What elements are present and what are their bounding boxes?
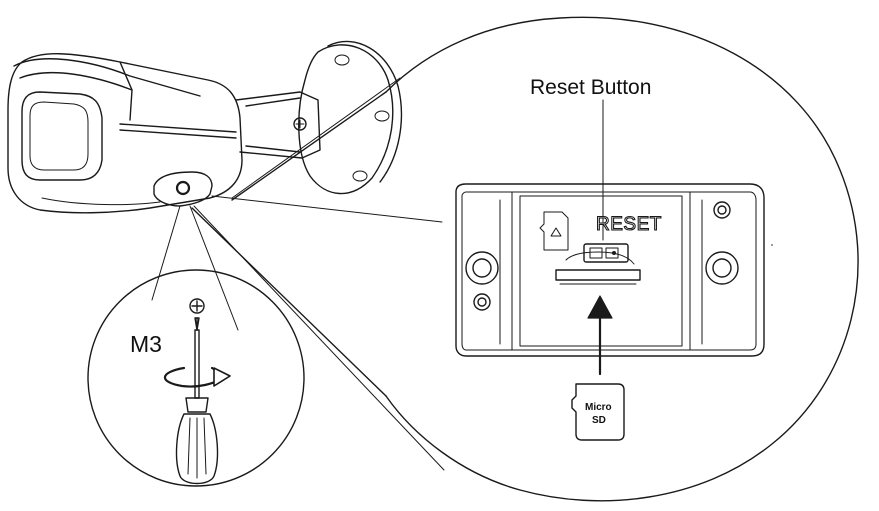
bullet-camera [7,40,403,214]
right-screw-boss [705,251,739,285]
micro-sd-slot[interactable] [555,251,641,285]
micro-sd-card-icon: Micro SD [571,383,625,441]
wall-mount-plate [298,40,403,195]
reset-button-label: Reset Button [530,76,651,99]
hatch-cover [455,183,765,357]
detail-circle-large [385,16,859,502]
screwdriver-icon [175,317,219,485]
micro-sd-label-line1: Micro [585,402,612,413]
phillips-screw-icon [189,298,205,314]
screwdriver-detail: M3 [87,269,305,487]
camera-housing [7,53,243,214]
sd-slot-icon [539,211,569,251]
rotate-clockwise-icon [163,366,231,388]
left-screw-boss [465,251,499,285]
callout-leaders [151,77,445,471]
reset-button[interactable] [583,243,629,263]
hatch-detail: Reset Button [191,16,859,502]
reset-engraving: RESET [596,214,662,235]
micro-sd-label-line2: SD [592,415,606,426]
mount-arm [235,91,321,159]
screw-size-label: M3 [130,331,162,357]
arrow-up-icon [587,295,613,376]
detail-circle-small [87,269,305,487]
stray-mark [771,244,773,246]
